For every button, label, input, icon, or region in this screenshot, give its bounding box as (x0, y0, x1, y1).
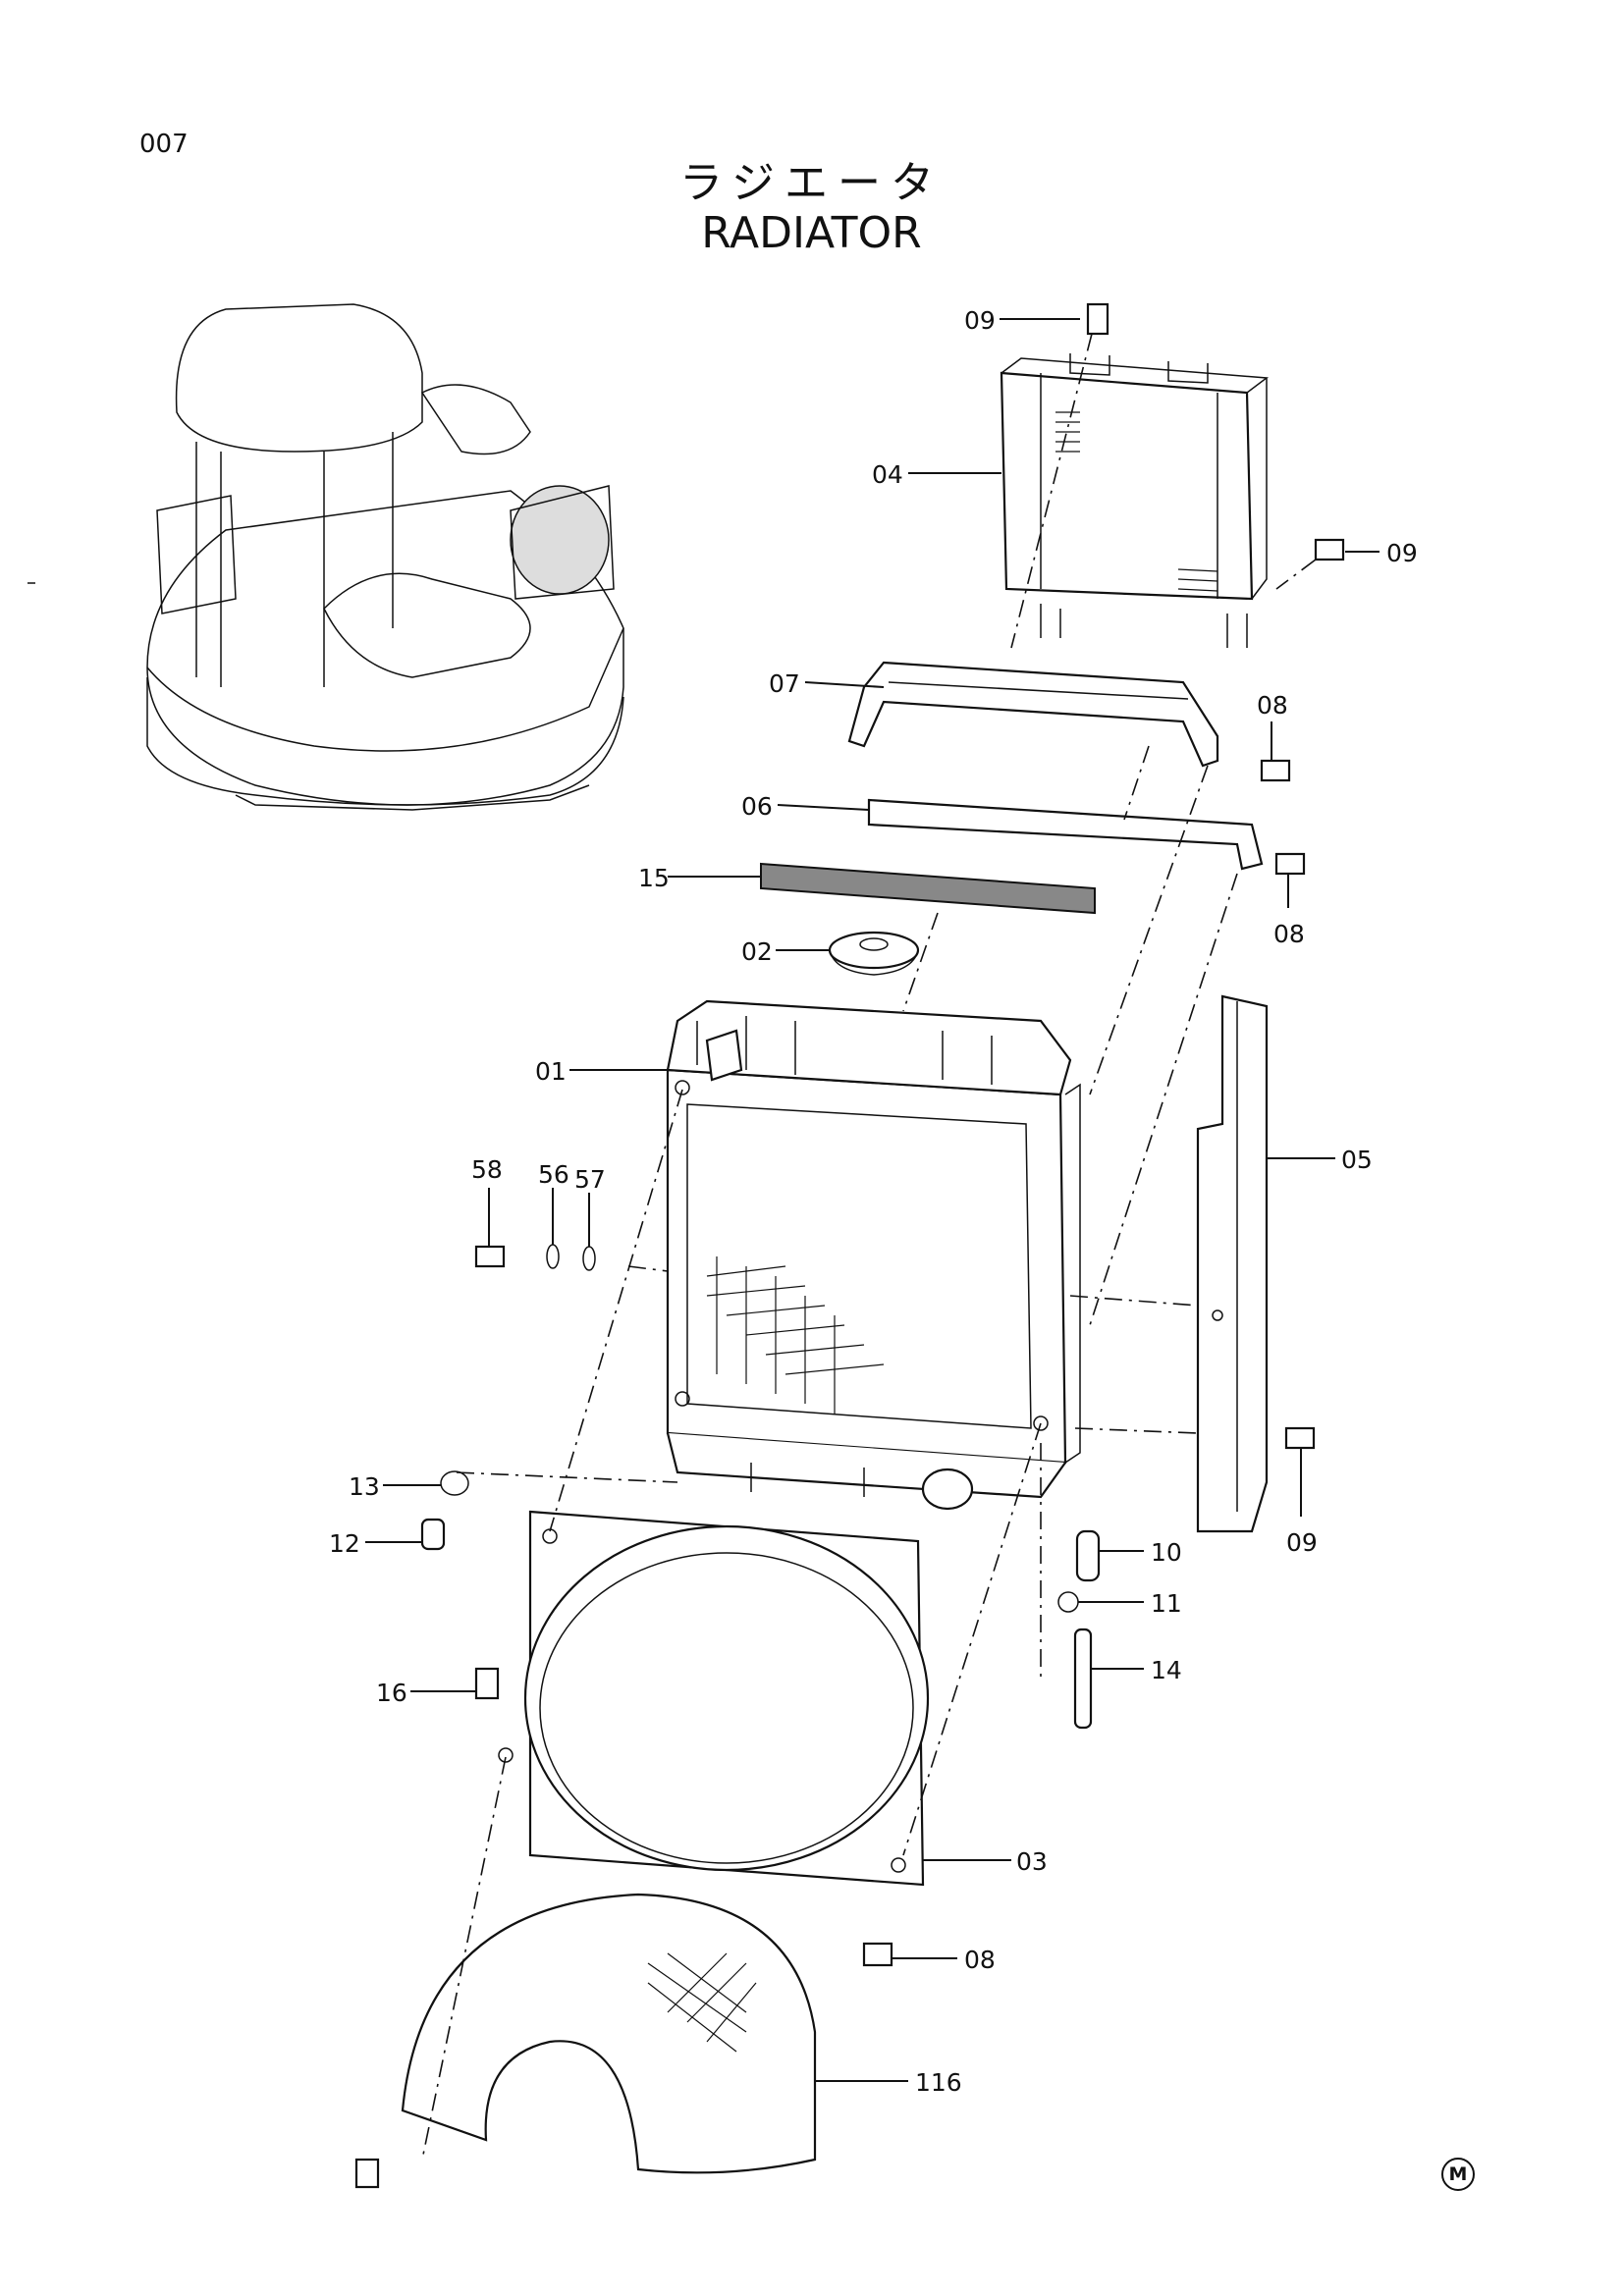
footer-mark: M (1441, 2158, 1475, 2191)
callout-08-upper: 08 (1257, 691, 1288, 720)
part-02-radiator-cap (828, 931, 920, 976)
bolt-09-right (1314, 538, 1345, 561)
callout-12: 12 (329, 1529, 360, 1558)
callout-11: 11 (1151, 1589, 1182, 1618)
page-number: 007 (139, 130, 189, 159)
bolt-guard (354, 2158, 380, 2189)
title-japanese: ラジエータ (678, 158, 945, 208)
bolt-08-middle (1274, 852, 1306, 876)
washer-57 (582, 1246, 596, 1271)
part-15-seal-strip (760, 862, 1096, 915)
callout-16: 16 (376, 1679, 407, 1707)
title-english: RADIATOR (701, 208, 922, 258)
plug-12 (420, 1518, 446, 1551)
callout-08-lower: 08 (964, 1946, 996, 1974)
callout-03: 03 (1016, 1847, 1048, 1876)
callout-labels: 09 04 09 07 08 06 08 15 02 01 05 58 56 5… (329, 306, 1418, 2097)
machine-overview-illustration (146, 303, 624, 811)
o-ring-13 (440, 1470, 469, 1496)
callout-10: 10 (1151, 1538, 1182, 1567)
callout-56: 56 (538, 1160, 569, 1189)
callout-58: 58 (471, 1155, 503, 1184)
o-ring-11 (1057, 1591, 1079, 1613)
callout-14: 14 (1151, 1656, 1182, 1684)
hardware (354, 302, 1345, 2189)
part-01-radiator (666, 999, 1081, 1511)
callout-06: 06 (741, 792, 773, 821)
callout-116: 116 (915, 2068, 962, 2097)
callout-02: 02 (741, 937, 773, 966)
callout-08-middle: 08 (1273, 920, 1305, 948)
part-116-fan-guard (401, 1893, 817, 2174)
callout-15: 15 (638, 864, 670, 892)
bolt-09-top (1086, 302, 1109, 336)
bolt-09-lower (1284, 1426, 1316, 1450)
part-03-fan-shroud (498, 1510, 930, 1887)
callout-04: 04 (872, 460, 903, 489)
washer-56 (546, 1244, 560, 1269)
callout-09-top: 09 (964, 306, 996, 335)
assembly-lines (421, 333, 1317, 2161)
drain-cock-10 (1075, 1529, 1101, 1582)
callout-05: 05 (1341, 1146, 1373, 1174)
radiator-highlight-area (510, 485, 610, 595)
hose-14 (1073, 1628, 1093, 1730)
part-05-side-plate (1196, 994, 1269, 1533)
callout-09-right: 09 (1386, 539, 1418, 567)
callout-07: 07 (769, 669, 800, 698)
part-07-bracket (847, 661, 1219, 768)
part-04-oil-cooler (1000, 353, 1270, 648)
bolt-08-lower (862, 1942, 893, 1967)
bolt-08-upper (1260, 759, 1291, 782)
callout-09-lower: 09 (1286, 1528, 1318, 1557)
leader-lines (365, 318, 1380, 2082)
callout-01: 01 (535, 1057, 567, 1086)
callout-13: 13 (349, 1472, 380, 1501)
bolt-58 (474, 1245, 506, 1268)
part-06-bar (867, 798, 1264, 871)
bolt-16 (474, 1667, 500, 1700)
callout-57: 57 (574, 1165, 606, 1194)
